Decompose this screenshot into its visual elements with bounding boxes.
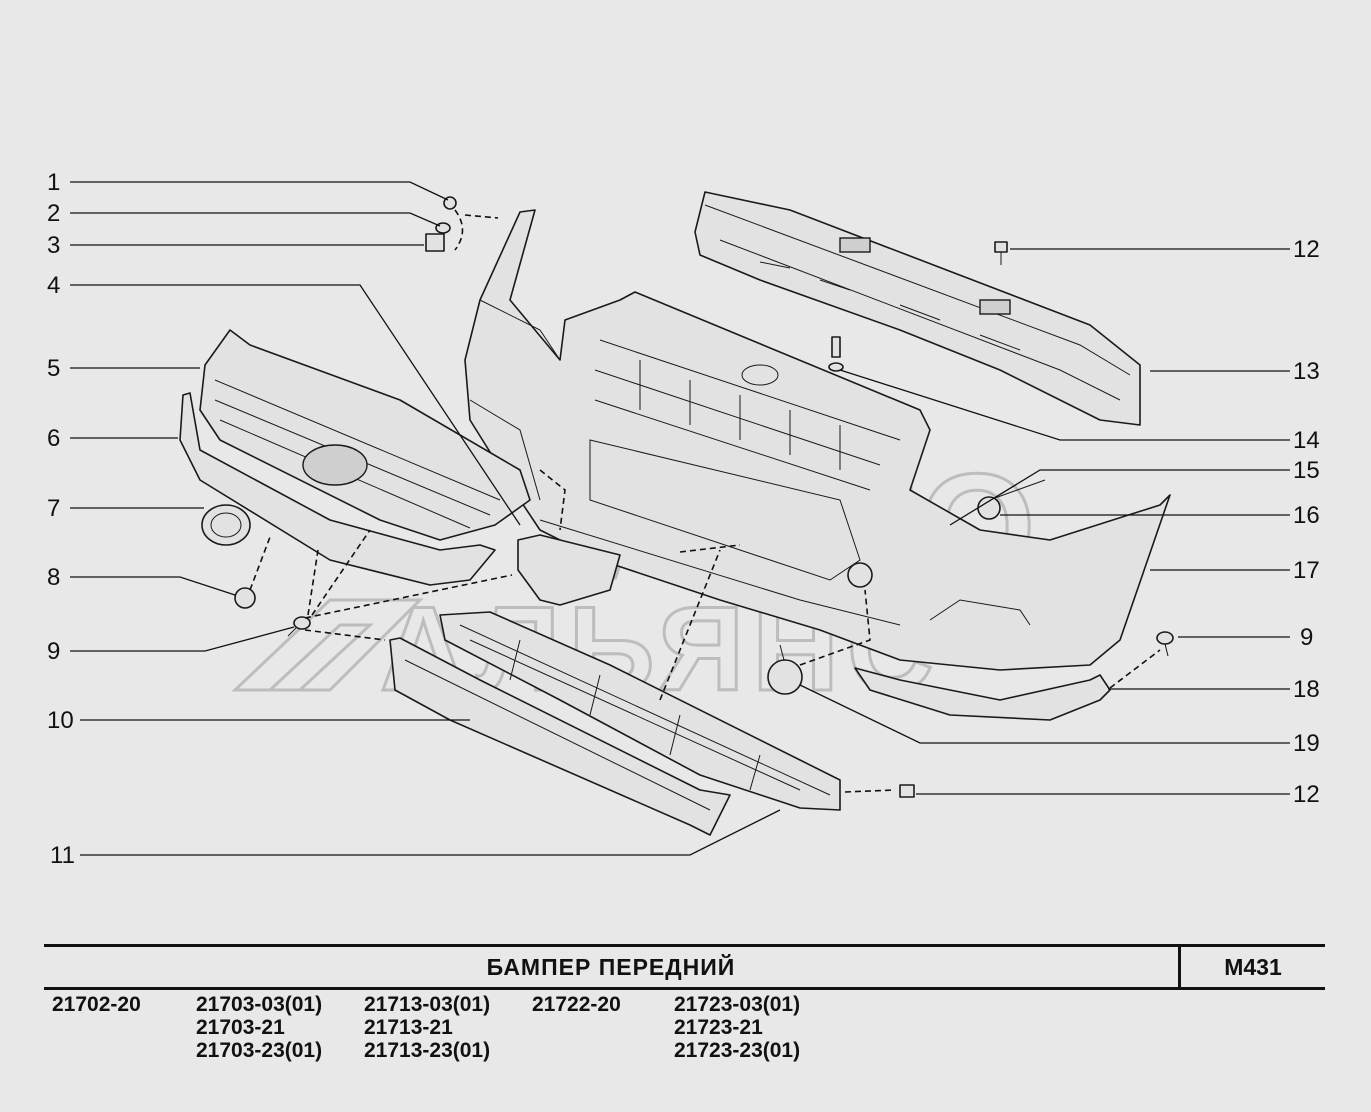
assembly-arrows bbox=[249, 209, 1161, 793]
drawing-code: M431 bbox=[1224, 953, 1282, 980]
screw-right bbox=[1156, 631, 1174, 657]
bolt-bottom bbox=[899, 784, 915, 798]
model-column-5: 21723-03(01) 21723-21 21723-23(01) bbox=[674, 993, 800, 1062]
watermark-logo bbox=[231, 598, 424, 692]
model-code: 21703-23(01) bbox=[196, 1039, 323, 1062]
callout-16: 16 bbox=[1293, 502, 1320, 529]
callout-17: 17 bbox=[1293, 557, 1320, 584]
page-title: БАМПЕР ПЕРЕДНИЙ bbox=[44, 947, 1181, 987]
top-fasteners bbox=[425, 196, 457, 252]
lower-trim-strip bbox=[854, 667, 1111, 721]
model-column-4: 21722-20 bbox=[532, 993, 621, 1016]
lower-grille-mesh bbox=[439, 611, 841, 811]
callout-19: 19 bbox=[1293, 730, 1320, 757]
callout-7: 7 bbox=[47, 495, 60, 522]
callout-1: 1 bbox=[47, 169, 60, 196]
model-code: 21703-21 bbox=[196, 1016, 285, 1039]
grommet bbox=[234, 587, 256, 609]
model-code: 21713-23(01) bbox=[364, 1039, 491, 1062]
callout-6: 6 bbox=[47, 425, 60, 452]
callout-18: 18 bbox=[1293, 676, 1320, 703]
model-column-1: 21702-20 bbox=[52, 993, 141, 1016]
callout-13: 13 bbox=[1293, 358, 1320, 385]
callout-4: 4 bbox=[47, 272, 60, 299]
model-code: 21723-03(01) bbox=[674, 993, 801, 1016]
callout-15: 15 bbox=[1293, 457, 1320, 484]
title-block: БАМПЕР ПЕРЕДНИЙ M431 bbox=[44, 944, 1325, 990]
model-code: 21713-03(01) bbox=[364, 993, 491, 1016]
lower-grille-frame bbox=[389, 637, 731, 836]
callouts-right: 12 13 14 15 16 17 9 18 19 12 bbox=[1293, 236, 1320, 808]
model-code: 21703-03(01) bbox=[196, 993, 323, 1016]
callout-2: 2 bbox=[47, 200, 60, 227]
fog-lamp-cap bbox=[767, 562, 873, 695]
upper-grille bbox=[199, 329, 531, 541]
bumper-absorber bbox=[694, 191, 1141, 426]
callout-8: 8 bbox=[47, 564, 60, 591]
model-code: 21702-20 bbox=[52, 993, 141, 1016]
model-code: 21713-21 bbox=[364, 1016, 453, 1039]
model-code: 21723-23(01) bbox=[674, 1039, 801, 1062]
model-list: 21702-20 21703-03(01) 21703-21 21703-23(… bbox=[52, 993, 952, 1073]
leader-lines bbox=[70, 181, 1290, 856]
screw-left bbox=[287, 616, 311, 637]
chrome-molding bbox=[179, 392, 496, 586]
callout-10: 10 bbox=[47, 707, 74, 734]
model-code: 21723-21 bbox=[674, 1016, 763, 1039]
callout-14: 14 bbox=[1293, 427, 1320, 454]
callout-12-bottom: 12 bbox=[1293, 781, 1320, 808]
callout-9-left: 9 bbox=[47, 638, 60, 665]
emblem bbox=[201, 504, 251, 546]
model-column-2: 21703-03(01) 21703-21 21703-23(01) bbox=[196, 993, 322, 1062]
model-code: 21722-20 bbox=[532, 993, 621, 1016]
model-column-3: 21713-03(01) 21713-21 21713-23(01) bbox=[364, 993, 490, 1062]
callouts-left: 1 2 3 4 5 6 7 8 9 10 11 bbox=[47, 169, 75, 869]
exploded-parts-diagram: АВТО АЛЬЯНС bbox=[47, 169, 1320, 869]
bolt-top bbox=[994, 241, 1008, 265]
bumper-shell bbox=[464, 209, 1171, 671]
side-bracket bbox=[517, 534, 621, 606]
callout-9-right: 9 bbox=[1300, 624, 1313, 651]
callout-11: 11 bbox=[50, 842, 75, 869]
callout-12-top: 12 bbox=[1293, 236, 1320, 263]
callout-3: 3 bbox=[47, 232, 60, 259]
stud-14 bbox=[828, 336, 844, 372]
callout-5: 5 bbox=[47, 355, 60, 382]
